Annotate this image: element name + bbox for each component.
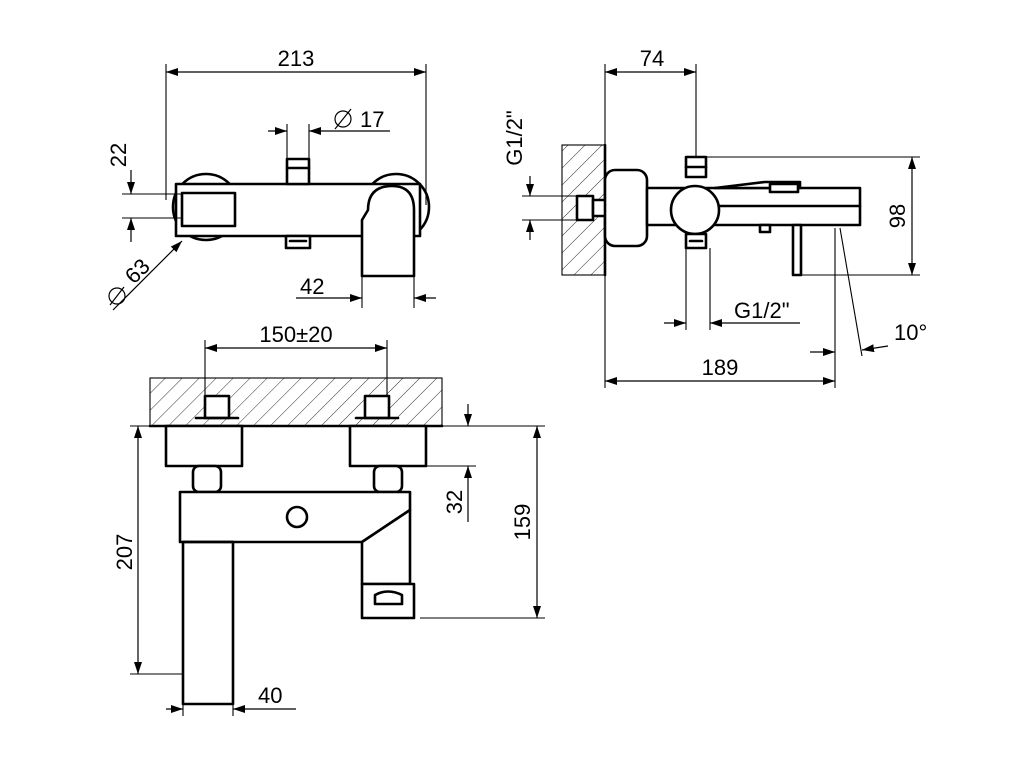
top-view: 213 17 22 63 42 [106,46,436,311]
spout [360,184,416,278]
dim-159: 159 [510,504,535,541]
dim-207: 207 [112,534,137,571]
dim-63: 63 [120,254,155,289]
side-view: 74 G1/2" 98 G1/2" 10° 189 [502,46,927,388]
dim-189: 189 [702,355,739,380]
dim-40: 40 [258,683,282,708]
side-rosette [603,168,649,248]
mixer-body [174,182,422,238]
dim-32: 32 [442,490,467,514]
front-diverter [285,505,309,529]
dim-42: 42 [300,274,324,299]
dim-213: 213 [278,46,315,71]
front-right-rosette [348,424,428,468]
dim-22: 22 [106,143,131,167]
dim-98: 98 [885,204,910,228]
dim-g12-outlet: G1/2" [734,298,790,323]
left-cap [180,191,237,228]
dim-74: 74 [640,46,664,71]
dim-17: 17 [360,107,384,132]
dim-angle-10: 10° [894,320,927,345]
diverter-stub [285,157,311,186]
front-left-rosette [164,424,244,468]
front-lever [181,540,235,706]
dim-150-20: 150±20 [259,322,332,347]
side-cartridge [669,184,721,236]
dim-g12-wall: G1/2" [502,110,527,166]
front-view: 150±20 32 159 207 40 [112,322,545,716]
